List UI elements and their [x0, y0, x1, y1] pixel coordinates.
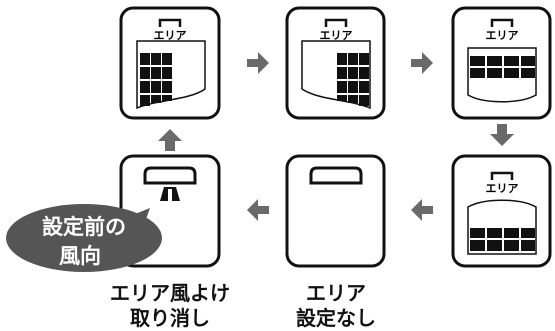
vent-icon: [324, 18, 348, 27]
arrow-left-icon: [411, 199, 433, 221]
area-label: エリア: [154, 29, 187, 42]
area-label: エリア: [320, 29, 353, 42]
caption-undo-line2: 取り消し: [130, 306, 210, 330]
vent-icon: [309, 166, 363, 185]
airflow-grid-right: [337, 53, 369, 106]
airflow-grid-front: [470, 56, 535, 78]
arrow-left-icon: [247, 199, 269, 221]
arrow-right-icon: [411, 52, 433, 74]
area-label: エリア: [486, 182, 519, 195]
area-label: エリア: [486, 29, 519, 42]
airflow-grid-back: [470, 228, 535, 251]
vent-icon: [158, 18, 182, 27]
panel-area-back: エリア: [451, 154, 552, 268]
caption-none-line1: エリア: [306, 281, 366, 305]
arrow-up-icon: [158, 129, 182, 151]
bubble-line1: 設定前の: [42, 215, 126, 239]
panel-area-right: エリア: [285, 6, 386, 120]
speech-bubble: 設定前の 風向: [6, 204, 162, 272]
arrow-right-icon: [247, 52, 269, 74]
caption-none-line2: 設定なし: [296, 306, 376, 330]
airflow-grid-left: [140, 53, 172, 106]
wind-direction-icon: [160, 187, 180, 201]
vent-icon: [490, 18, 514, 27]
panel-area-none: [285, 154, 386, 268]
arrow-down-icon: [490, 124, 514, 146]
vent-icon: [490, 171, 514, 180]
bubble-line2: 風向: [59, 244, 101, 268]
caption-undo-line1: エリア風よけ: [110, 281, 230, 305]
panel-area-left: エリア: [119, 6, 221, 120]
panel-area-front: エリア: [451, 6, 552, 120]
vent-icon: [143, 166, 197, 185]
